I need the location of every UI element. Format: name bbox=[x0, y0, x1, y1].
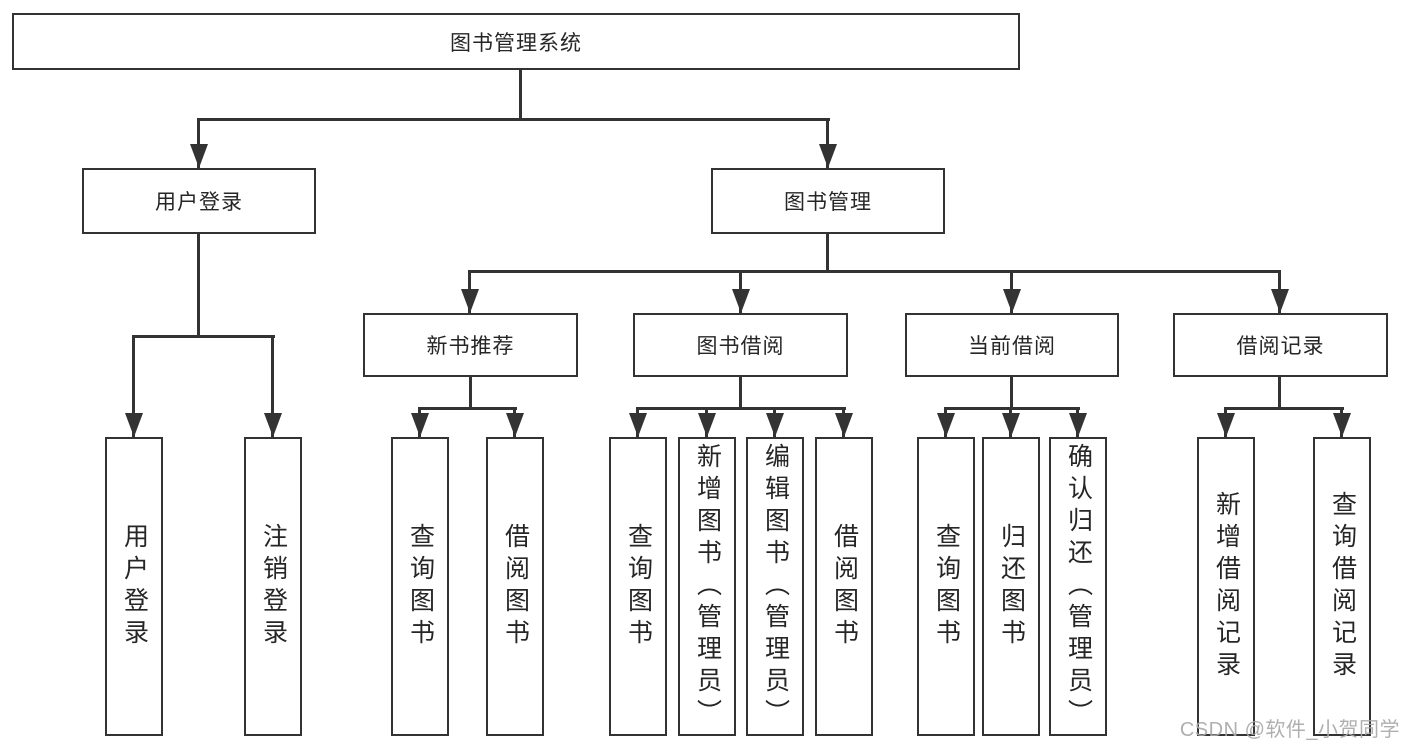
arrow-down-to-cb-return-books bbox=[1009, 407, 1012, 437]
node-current-borrowing: 当前借阅 bbox=[905, 313, 1119, 377]
connector-root-stub bbox=[519, 69, 522, 118]
leaf-bb-borrow-books: 借阅图书 bbox=[815, 437, 873, 736]
connector-new-book-hline bbox=[418, 407, 517, 410]
leaf-cb-query-books: 查询图书 bbox=[917, 437, 975, 736]
arrow-down-to-leaf-user-login bbox=[132, 335, 135, 437]
connector-user-login-hline bbox=[133, 335, 275, 338]
node-book-management: 图书管理 bbox=[711, 168, 945, 234]
connector-book-borrowing-hline bbox=[636, 407, 846, 410]
connector-root-hline bbox=[198, 118, 830, 121]
leaf-cb-confirm-return-admin: 确认归还（管理员） bbox=[1049, 437, 1107, 736]
connector-current-borrowing-stub bbox=[1010, 375, 1013, 407]
leaf-logout: 注销登录 bbox=[244, 437, 302, 736]
leaf-nb-query-books: 查询图书 bbox=[391, 437, 449, 736]
connector-borrow-records-hline bbox=[1224, 407, 1344, 410]
node-library-management-system: 图书管理系统 bbox=[12, 13, 1020, 70]
connector-book-management-hline bbox=[468, 270, 1281, 273]
connector-current-borrowing-hline bbox=[944, 407, 1080, 410]
connector-book-borrowing-stub bbox=[739, 375, 742, 407]
leaf-bb-add-books-admin: 新增图书（管理员） bbox=[678, 437, 736, 736]
leaf-bb-edit-books-admin: 编辑图书（管理员） bbox=[746, 437, 804, 736]
connector-user-login-stub bbox=[197, 232, 200, 335]
arrow-down-to-br-query-record bbox=[1340, 407, 1343, 437]
arrow-down-to-book-borrowing bbox=[739, 270, 742, 313]
node-new-book-recommend: 新书推荐 bbox=[363, 313, 578, 377]
leaf-bb-query-books: 查询图书 bbox=[609, 437, 667, 736]
arrow-down-to-br-add-record bbox=[1224, 407, 1227, 437]
node-borrow-records: 借阅记录 bbox=[1173, 313, 1388, 377]
arrow-down-to-bb-add-books bbox=[705, 407, 708, 437]
arrow-down-to-nb-borrow-books bbox=[513, 407, 516, 437]
arrow-down-to-bb-query-books bbox=[636, 407, 639, 437]
leaf-nb-borrow-books: 借阅图书 bbox=[486, 437, 544, 736]
leaf-br-add-borrow-record: 新增借阅记录 bbox=[1197, 437, 1255, 736]
arrow-down-to-bb-borrow-books bbox=[842, 407, 845, 437]
csdn-watermark: CSDN @软件_小贺同学 bbox=[1179, 719, 1400, 741]
arrow-down-to-leaf-logout bbox=[271, 335, 274, 437]
leaf-br-query-borrow-record: 查询借阅记录 bbox=[1313, 437, 1371, 736]
leaf-user-login: 用户登录 bbox=[105, 437, 163, 736]
connector-borrow-records-stub bbox=[1278, 375, 1281, 407]
arrow-down-to-cb-confirm-return bbox=[1076, 407, 1079, 437]
arrow-down-to-book-management bbox=[826, 118, 829, 168]
arrow-down-to-cb-query-books bbox=[944, 407, 947, 437]
node-user-login: 用户登录 bbox=[82, 168, 316, 234]
leaf-cb-return-books: 归还图书 bbox=[982, 437, 1040, 736]
arrow-down-to-new-book-recommend bbox=[468, 270, 471, 313]
arrow-down-to-user-login bbox=[197, 118, 200, 168]
connector-new-book-stub bbox=[469, 375, 472, 407]
arrow-down-to-bb-edit-books bbox=[773, 407, 776, 437]
connector-book-management-stub bbox=[826, 232, 829, 270]
arrow-down-to-borrow-records bbox=[1278, 270, 1281, 313]
node-book-borrowing: 图书借阅 bbox=[633, 313, 848, 377]
arrow-down-to-current-borrowing bbox=[1010, 270, 1013, 313]
arrow-down-to-nb-query-books bbox=[418, 407, 421, 437]
